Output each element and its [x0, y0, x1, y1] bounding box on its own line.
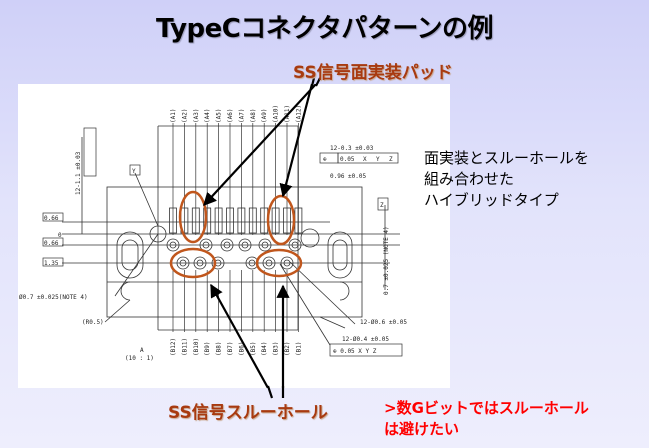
- through-hole-drill: [261, 241, 269, 249]
- top-pin-label: (A10): [273, 105, 280, 123]
- top-pin-label: (A1): [170, 109, 177, 123]
- dim-pad: 12-0.3 ±0.03: [330, 145, 374, 152]
- smd-pad: [237, 207, 246, 234]
- ss-pad-callout: SS信号面実装パッド: [293, 63, 453, 83]
- through-hole-drill: [291, 241, 299, 249]
- row-dim: 0: [58, 232, 62, 239]
- view-label: A: [140, 347, 144, 354]
- top-pin-label: (A3): [193, 109, 200, 123]
- through-hole-drill: [179, 259, 187, 267]
- top-pin-label: (A9): [261, 109, 268, 123]
- note-line: 組み合わせた: [424, 170, 515, 188]
- smd-pad: [169, 207, 177, 234]
- dim-hole-small: 12-Ø0.4 ±0.05: [342, 336, 389, 343]
- slide-title: TypeCコネクタパターンの例: [155, 14, 494, 44]
- top-pin-label: (A2): [181, 109, 188, 123]
- through-hole-drill: [202, 241, 210, 249]
- dim-y-hole: Ø0.7 ±0.025(NOTE 4): [19, 294, 88, 301]
- ss-pad-highlight-left: [178, 190, 208, 244]
- arrow-group: [203, 84, 317, 388]
- tolerance-datum: Y: [376, 156, 380, 163]
- arrow: [203, 84, 317, 206]
- bottom-pin-label: (B10): [193, 338, 200, 356]
- svg-text:⊕: ⊕: [323, 156, 327, 163]
- row-dim: 0.66: [44, 240, 59, 247]
- smd-pad: [203, 207, 212, 234]
- through-hole-drill: [248, 259, 256, 267]
- footprint-svg: (A1) (A2) (A3) (A4) (A5) (A6) (A7) (A8) (A9) (A10…: [19, 84, 407, 388]
- bottom-pin-label: (B1): [295, 342, 302, 356]
- through-hole: [288, 238, 302, 252]
- smd-pad: [214, 207, 223, 234]
- top-pin-label: (A6): [227, 109, 234, 123]
- through-hole: [176, 256, 190, 270]
- warning-note: >数Gビットではスルーホール は避けたい: [384, 398, 589, 440]
- datum-y: Y: [132, 168, 136, 175]
- dim-hole-large: 12-Ø0.6 ±0.05: [360, 319, 407, 326]
- ss-through-callout: SS信号スルーホール: [168, 403, 328, 423]
- through-hole-drill: [283, 259, 291, 267]
- connector-outline: [106, 186, 363, 318]
- through-hole-drill: [265, 259, 273, 267]
- through-hole-drill: [196, 259, 204, 267]
- bottom-pin-label: (B9): [204, 342, 211, 356]
- smd-pad: [271, 207, 280, 234]
- dim-radius: (R0.5): [82, 319, 104, 326]
- dim-z: 0.7 ±0.025 (NOTE 4): [383, 226, 390, 295]
- left-slot: [116, 231, 144, 279]
- smd-pad: [248, 207, 257, 234]
- through-hole: [238, 238, 252, 252]
- smd-pad: [283, 207, 291, 234]
- bottom-pin-label: (B4): [261, 342, 268, 356]
- through-hole: [280, 256, 294, 270]
- through-hole-drill: [223, 241, 231, 249]
- smd-pad: [191, 207, 200, 234]
- datum-z: Z: [380, 202, 384, 209]
- connector-drawing: (A1) (A2) (A3) (A4) (A5) (A6) (A7) (A8) (A9) (A10…: [18, 84, 450, 388]
- bottom-pin-label: (B6): [238, 342, 245, 356]
- bottom-pin-label: (B2): [284, 342, 291, 356]
- top-pin-label: (A12): [295, 105, 302, 123]
- dim-pitch: 0.96 ±0.05: [330, 173, 367, 180]
- through-hole: [166, 238, 180, 252]
- row-dim: 1.35: [44, 260, 59, 267]
- bottom-pin-label: (B12): [170, 338, 177, 356]
- through-hole: [193, 256, 207, 270]
- tolerance-datum: Z: [389, 156, 393, 163]
- right-slot: [327, 231, 353, 279]
- bottom-pin-label: (B8): [216, 342, 223, 356]
- arrow: [210, 283, 269, 388]
- top-pin-label: (A5): [216, 109, 223, 123]
- row-dim: 0.66: [44, 215, 59, 222]
- tolerance-value: 0.05: [340, 156, 355, 163]
- through-hole-drill: [241, 241, 249, 249]
- through-hole: [258, 238, 272, 252]
- bottom-pin-label: (B3): [273, 342, 280, 356]
- warning-line: >数Gビットではスルーホール: [384, 399, 589, 417]
- through-hole-drill: [169, 241, 177, 249]
- bottom-pin-label: (B5): [250, 342, 257, 356]
- dim-left-tol: 12-1.1 ±0.03: [75, 151, 82, 195]
- tolerance-datum: X: [363, 156, 367, 163]
- ss-via-highlight-right: [255, 248, 303, 278]
- note-line: ハイブリッドタイプ: [424, 191, 559, 209]
- smd-pad: [226, 207, 234, 234]
- top-pin-label: (A7): [238, 109, 245, 123]
- svg-text:⊕ 0.05 X Y Z: ⊕ 0.05 X Y Z: [333, 348, 377, 355]
- arrow: [279, 84, 314, 198]
- bottom-pin-label: (B11): [181, 338, 188, 356]
- top-pin-label: (A8): [250, 109, 257, 123]
- warning-line: は避けたい: [384, 420, 460, 438]
- note-line: 面実装とスルーホールを: [424, 149, 590, 167]
- bottom-pin-label: (B7): [227, 342, 234, 356]
- through-hole: [220, 238, 234, 252]
- hybrid-note: 面実装とスルーホールを 組み合わせた ハイブリッドタイプ: [424, 148, 589, 211]
- through-hole: [211, 256, 225, 270]
- top-pin-label: (A4): [204, 109, 211, 123]
- scale-label: (10 : 1): [125, 355, 154, 362]
- ss-via-highlight-left: [169, 247, 217, 279]
- through-hole: [262, 256, 276, 270]
